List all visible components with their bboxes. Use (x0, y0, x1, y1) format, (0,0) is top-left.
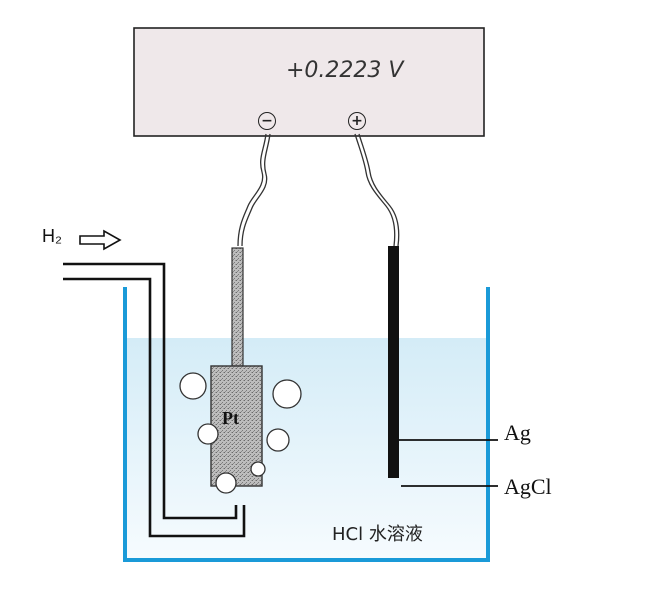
wire-negative (237, 133, 267, 247)
bubble (197, 423, 219, 445)
pt-electrode-stem (231, 247, 244, 367)
voltage-readout: +0.2223 V (286, 58, 404, 83)
bubble (272, 379, 302, 409)
gas-flow-arrow (79, 229, 122, 251)
h2-gas-label: H₂ (42, 226, 62, 246)
positive-terminal-icon: + (348, 112, 366, 130)
solution-label: HCl 水溶液 (332, 524, 423, 545)
negative-terminal-icon: − (258, 112, 276, 130)
bubble (266, 428, 290, 452)
voltmeter-panel (133, 27, 485, 137)
wire-negative-2 (241, 133, 271, 247)
bubble (215, 472, 237, 494)
hcl-solution (125, 338, 488, 559)
bubble (250, 461, 266, 477)
bubble (179, 372, 207, 400)
ag-label: Ag (504, 420, 531, 445)
wire-positive-2 (358, 133, 400, 247)
h2-tube-inner (63, 277, 246, 538)
ag-agcl-electrode (388, 246, 399, 478)
beaker (123, 287, 490, 562)
pt-electrode-label: Pt (222, 408, 239, 428)
agcl-label: AgCl (504, 474, 552, 499)
h2-tube-outer (63, 262, 238, 520)
wire-positive (354, 133, 396, 247)
